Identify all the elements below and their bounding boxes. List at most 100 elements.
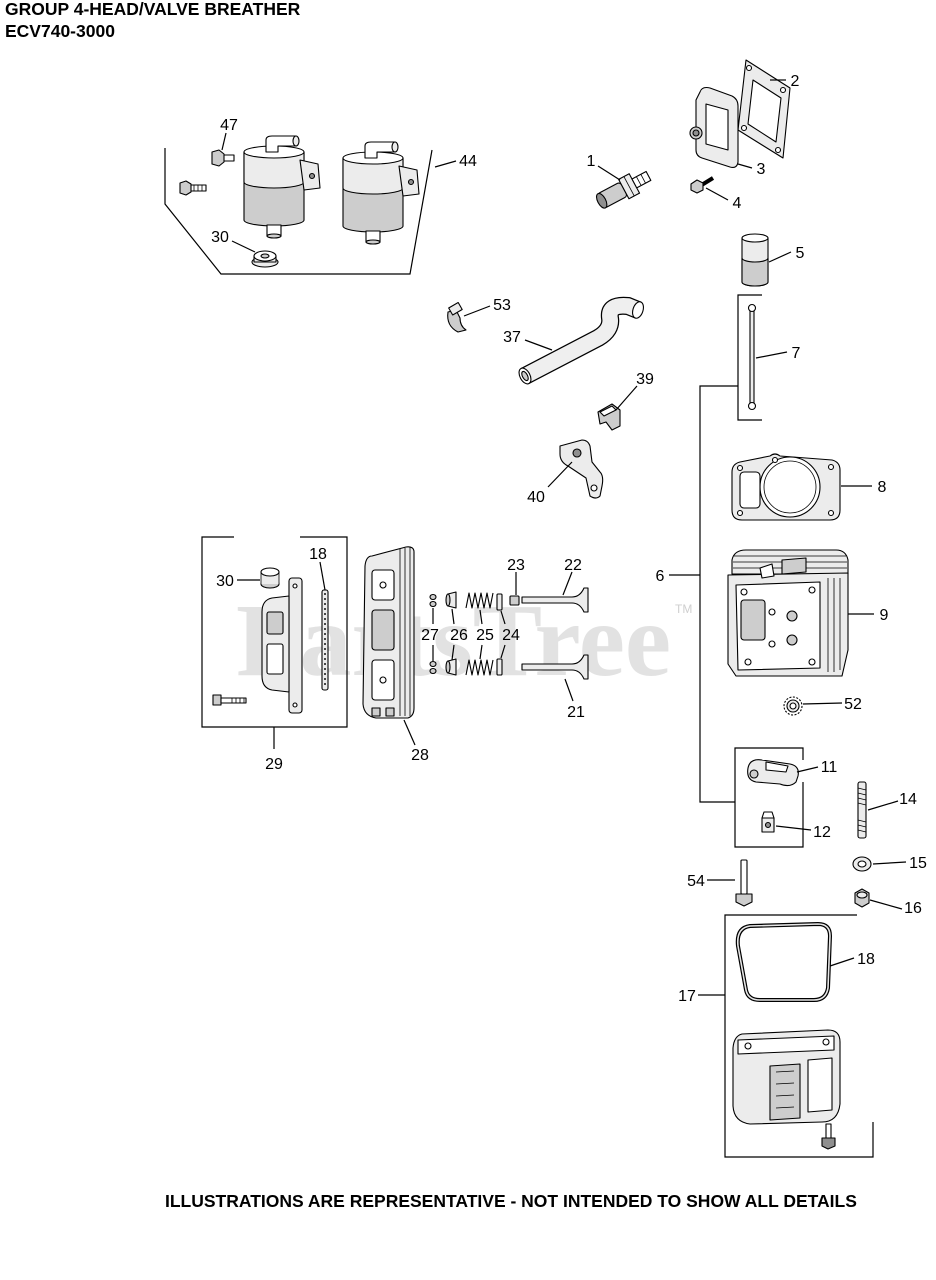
leader-3 bbox=[737, 163, 753, 169]
pushrod-guide-cap bbox=[741, 233, 769, 287]
leader-30-top bbox=[231, 240, 256, 253]
sensor bbox=[595, 170, 652, 209]
valve-spring-lower bbox=[465, 659, 494, 676]
spring-retainer-upper bbox=[445, 591, 457, 609]
cover-gasket bbox=[737, 59, 791, 159]
cover-bolt bbox=[690, 176, 715, 194]
valve-cover-gasket bbox=[735, 921, 833, 1002]
head-gasket bbox=[731, 453, 841, 521]
leader-39 bbox=[615, 385, 638, 411]
side-cover-grommet bbox=[260, 567, 280, 589]
callout-18-right: 18 bbox=[857, 951, 875, 968]
mounting-bracket bbox=[559, 439, 604, 499]
leader-25-down bbox=[479, 644, 483, 660]
callout-47: 47 bbox=[220, 117, 238, 134]
hex-nut bbox=[854, 888, 870, 908]
leader-28 bbox=[403, 719, 416, 746]
breather-canister-right bbox=[342, 141, 420, 245]
leader-4 bbox=[705, 187, 729, 201]
breather-screw bbox=[179, 180, 207, 196]
breather-group-bracket bbox=[164, 148, 433, 275]
valve-seal-lower bbox=[496, 658, 503, 676]
callout-14: 14 bbox=[899, 791, 917, 808]
callout-52: 52 bbox=[844, 696, 862, 713]
leader-14 bbox=[867, 800, 899, 811]
callout-2: 2 bbox=[791, 73, 800, 90]
callout-11: 11 bbox=[821, 759, 838, 776]
callout-3: 3 bbox=[757, 161, 766, 178]
callout-4: 4 bbox=[733, 195, 742, 212]
leader-26-down bbox=[451, 644, 455, 661]
exhaust-valve bbox=[521, 587, 589, 613]
valve-keepers-lower bbox=[429, 660, 437, 675]
tube-clip bbox=[597, 403, 621, 431]
leader-24-down bbox=[500, 644, 506, 659]
callout-30-left: 30 bbox=[216, 573, 234, 590]
rocker-arm bbox=[747, 759, 799, 787]
callout-21: 21 bbox=[567, 704, 585, 721]
callout-18-left: 18 bbox=[309, 546, 327, 563]
callout-8: 8 bbox=[878, 479, 887, 496]
callout-28: 28 bbox=[411, 747, 429, 764]
leader-24-up bbox=[500, 610, 506, 625]
side-cover-gasket bbox=[321, 589, 329, 691]
leader-18-right bbox=[829, 957, 855, 967]
valve-cap bbox=[509, 595, 520, 606]
valve-cover-bolt bbox=[821, 1123, 836, 1150]
callout-37: 37 bbox=[503, 329, 521, 346]
rocker-pivot bbox=[761, 811, 775, 833]
leader-47 bbox=[221, 132, 227, 151]
leader-53 bbox=[463, 305, 491, 317]
model-number: ECV740-3000 bbox=[5, 21, 115, 41]
callout-1: 1 bbox=[587, 153, 596, 170]
leader-22 bbox=[562, 571, 573, 596]
leader-25-up bbox=[479, 609, 483, 625]
valve-seal-upper bbox=[496, 593, 503, 611]
side-cover bbox=[261, 577, 303, 714]
callout-24: 24 bbox=[502, 627, 520, 644]
stud-washer bbox=[783, 696, 803, 716]
leader-44 bbox=[434, 160, 457, 168]
breather-bolt bbox=[211, 149, 235, 167]
breather-canister-left bbox=[243, 135, 321, 239]
rocker-group-box bbox=[734, 747, 804, 848]
callout-25: 25 bbox=[476, 627, 494, 644]
callout-22: 22 bbox=[564, 557, 582, 574]
valve-keepers-upper bbox=[429, 593, 437, 608]
head-stud bbox=[857, 781, 867, 839]
callout-6: 6 bbox=[656, 568, 665, 585]
leader-12 bbox=[775, 825, 812, 831]
hose-clamp bbox=[447, 301, 467, 333]
callout-labels: 47 44 30 1 2 3 4 5 7 53 37 39 40 8 6 9 5… bbox=[211, 73, 927, 1005]
leader-11 bbox=[796, 766, 819, 773]
leader-21 bbox=[564, 678, 574, 702]
disclaimer-note: ILLUSTRATIONS ARE REPRESENTATIVE - NOT I… bbox=[165, 1191, 857, 1211]
cylinder-head bbox=[727, 549, 849, 677]
intake-valve bbox=[521, 654, 589, 680]
leader-37 bbox=[524, 339, 553, 351]
callout-53: 53 bbox=[493, 297, 511, 314]
side-cover-bolt bbox=[212, 694, 247, 706]
leader-26-up bbox=[451, 608, 455, 625]
callout-15: 15 bbox=[909, 855, 927, 872]
callout-54: 54 bbox=[687, 873, 705, 890]
leader-52 bbox=[802, 702, 843, 705]
diagram-title: GROUP 4-HEAD/VALVE BREATHER bbox=[5, 0, 301, 19]
leader-5 bbox=[768, 251, 792, 263]
callout-17: 17 bbox=[678, 988, 696, 1005]
leader-1 bbox=[597, 165, 621, 181]
flat-washer bbox=[852, 856, 872, 872]
cylinder-head-side bbox=[362, 546, 415, 719]
callout-27: 27 bbox=[421, 627, 439, 644]
callout-26: 26 bbox=[450, 627, 468, 644]
callout-23: 23 bbox=[507, 557, 525, 574]
breather-tube bbox=[518, 296, 644, 385]
callout-12: 12 bbox=[813, 824, 831, 841]
callout-7: 7 bbox=[792, 345, 801, 362]
pushrod bbox=[747, 303, 757, 411]
leader-16 bbox=[869, 899, 903, 910]
valve-cover-kit-box bbox=[724, 914, 874, 1158]
callout-5: 5 bbox=[796, 245, 805, 262]
valve-cover bbox=[732, 1029, 841, 1125]
